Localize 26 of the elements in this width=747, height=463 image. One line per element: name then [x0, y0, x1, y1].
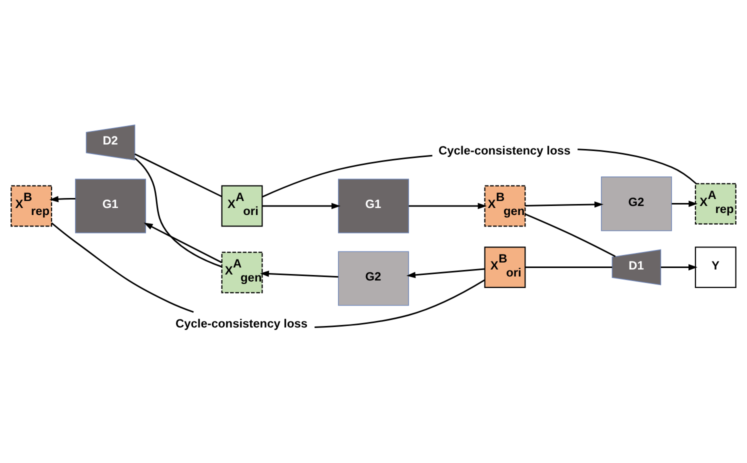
node-box: G2: [338, 250, 409, 306]
arrow: [672, 200, 698, 206]
connector: [134, 157, 222, 267]
arrow: [49, 195, 76, 202]
arrow: [406, 268, 485, 278]
arrow: [260, 270, 338, 278]
node-box: G2: [600, 176, 672, 231]
connector: [525, 213, 616, 257]
connector: [134, 152, 222, 197]
arrow: [660, 264, 698, 270]
arrow: [144, 222, 222, 263]
node-box: D2: [86, 124, 136, 160]
connector: [314, 278, 486, 328]
connector: [51, 222, 194, 312]
node-box: Y: [694, 246, 736, 288]
arrow: [262, 202, 340, 209]
node-box: D1: [612, 248, 662, 285]
connector: [578, 148, 697, 184]
node-box: G1: [75, 178, 146, 233]
node-text: Cycle-consistency loss: [438, 142, 571, 157]
node-box: G1: [338, 178, 409, 233]
arrow: [525, 200, 604, 208]
connector: [262, 154, 432, 197]
node-text: Cycle-consistency loss: [176, 316, 308, 330]
arrow: [408, 202, 487, 209]
connector: [525, 266, 612, 268]
